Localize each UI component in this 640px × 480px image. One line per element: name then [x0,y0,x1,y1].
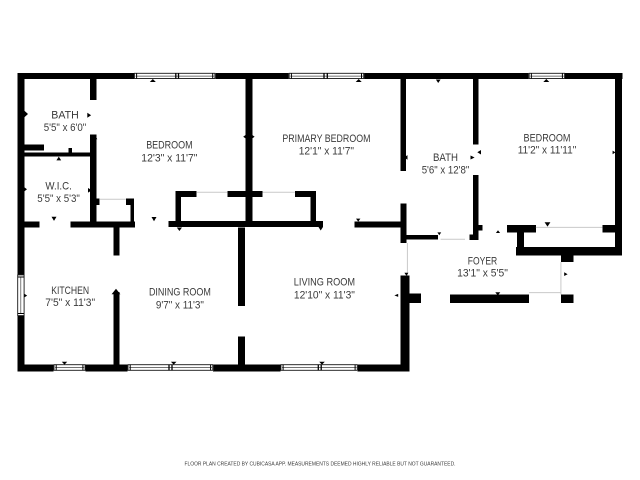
svg-text:BEDROOM: BEDROOM [524,133,571,145]
svg-text:9'7" x 11'3": 9'7" x 11'3" [156,300,204,312]
svg-text:5'5" x 6'0": 5'5" x 6'0" [44,122,87,134]
svg-text:12'10" x 11'3": 12'10" x 11'3" [294,289,355,301]
svg-text:BEDROOM: BEDROOM [146,139,192,151]
svg-text:12'1" x 11'7": 12'1" x 11'7" [299,146,354,158]
svg-text:12'3" x 11'7": 12'3" x 11'7" [141,152,197,164]
svg-text:11'2" x 11'11": 11'2" x 11'11" [518,145,577,157]
svg-text:LIVING ROOM: LIVING ROOM [294,277,355,289]
svg-text:KITCHEN: KITCHEN [51,285,89,297]
svg-text:5'5" x 5'3": 5'5" x 5'3" [37,193,80,205]
svg-text:7'5" x 11'3": 7'5" x 11'3" [45,297,95,309]
svg-text:FOYER: FOYER [468,255,497,267]
svg-text:W.I.C.: W.I.C. [45,181,71,193]
svg-text:BATH: BATH [51,110,79,122]
svg-text:PRIMARY BEDROOM: PRIMARY BEDROOM [282,133,370,145]
svg-text:5'6" x 12'8": 5'6" x 12'8" [422,164,470,176]
svg-text:BATH: BATH [433,152,458,164]
svg-text:DINING ROOM: DINING ROOM [149,287,211,299]
svg-text:13'1" x 5'5": 13'1" x 5'5" [457,268,508,280]
svg-text:FLOOR PLAN CREATED BY CUBICASA: FLOOR PLAN CREATED BY CUBICASA APP. MEAS… [185,462,456,468]
